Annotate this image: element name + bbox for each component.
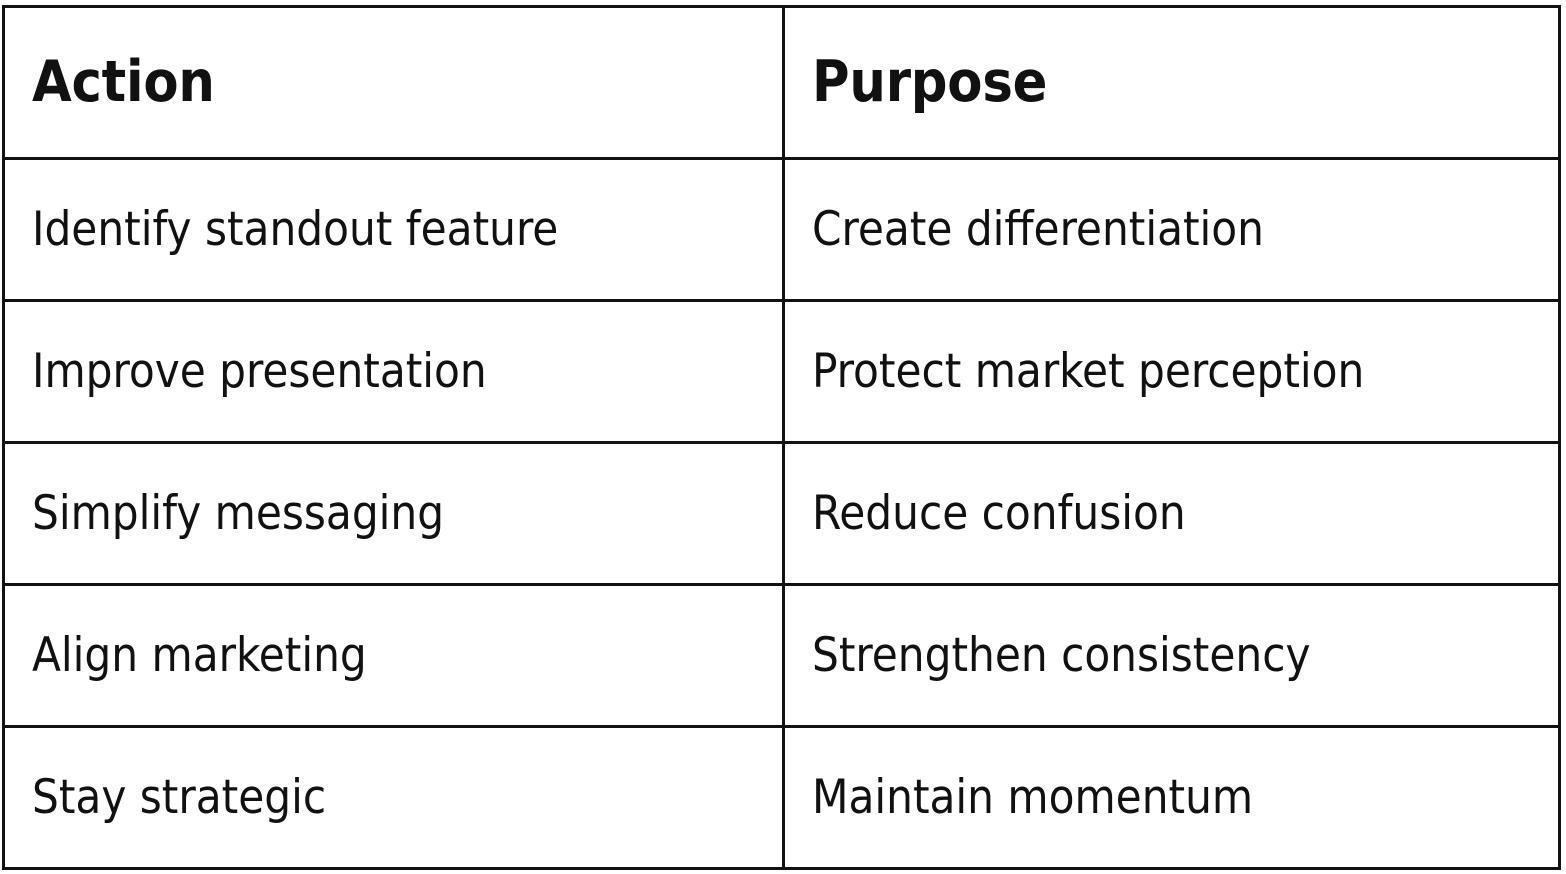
- cell-action: Identify standout feature: [2, 157, 785, 302]
- table-body: Identify standout feature Create differe…: [2, 157, 1561, 870]
- table-row: Align marketing Strengthen consistency: [2, 583, 1561, 728]
- cell-purpose: Maintain momentum: [782, 725, 1561, 870]
- cell-action: Improve presentation: [2, 299, 785, 444]
- cell-action: Stay strategic: [2, 725, 785, 870]
- cell-purpose: Strengthen consistency: [782, 583, 1561, 728]
- cell-purpose: Create differentiation: [782, 157, 1561, 302]
- cell-purpose: Reduce confusion: [782, 441, 1561, 586]
- cell-action: Simplify messaging: [2, 441, 785, 586]
- cell-purpose: Protect market perception: [782, 299, 1561, 444]
- table-container: Action Purpose Identify standout feature…: [2, 5, 1561, 870]
- table-row: Improve presentation Protect market perc…: [2, 299, 1561, 444]
- table-row: Identify standout feature Create differe…: [2, 157, 1561, 302]
- column-header-action: Action: [2, 5, 785, 160]
- table-header: Action Purpose: [2, 5, 1561, 160]
- cell-action: Align marketing: [2, 583, 785, 728]
- column-header-purpose: Purpose: [782, 5, 1561, 160]
- table-header-row: Action Purpose: [2, 5, 1561, 160]
- table-row: Simplify messaging Reduce confusion: [2, 441, 1561, 586]
- table-row: Stay strategic Maintain momentum: [2, 725, 1561, 870]
- action-purpose-table: Action Purpose Identify standout feature…: [2, 5, 1561, 870]
